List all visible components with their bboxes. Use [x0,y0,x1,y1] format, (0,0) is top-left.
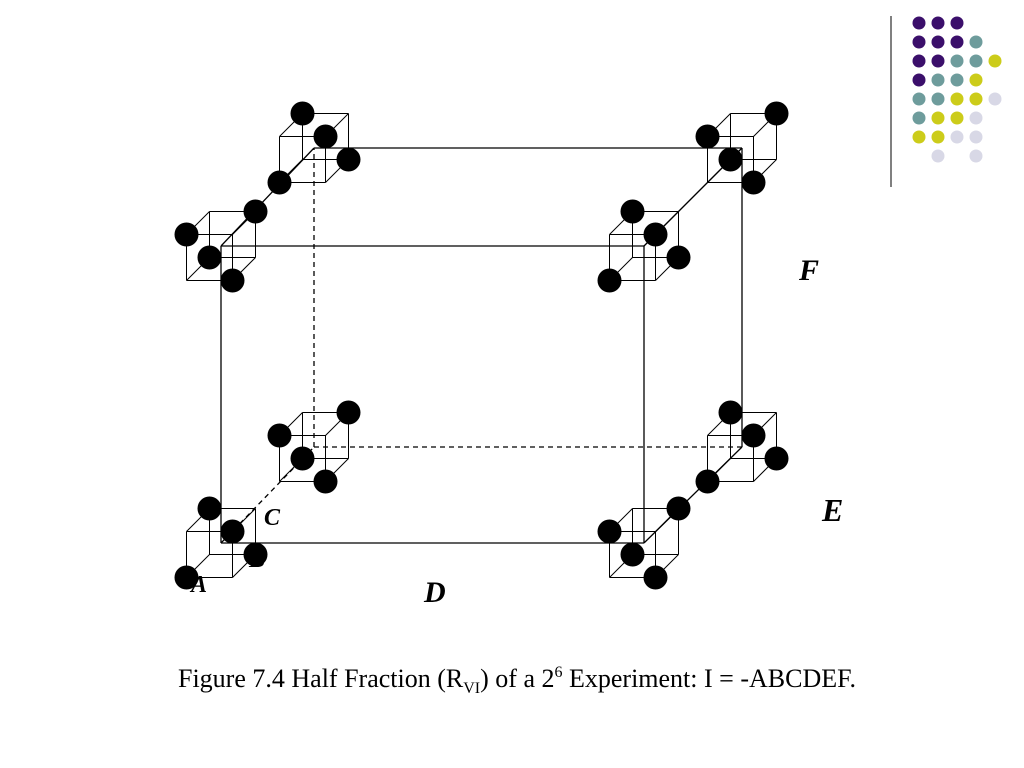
design-point [764,101,789,126]
design-point [197,245,222,270]
design-point [741,170,766,195]
design-point [197,496,222,521]
design-point [597,519,622,544]
decorative-dot [950,92,964,106]
design-point [741,423,766,448]
decorative-dot [912,111,926,125]
design-point [643,222,668,247]
factor-label-d: D [424,576,446,609]
design-point [718,400,743,425]
decorative-dot [950,35,964,49]
decorative-dot [931,149,945,163]
design-points [174,101,789,590]
decorative-dot [912,130,926,144]
decorative-dot [931,73,945,87]
decorative-dot [950,73,964,87]
design-point [620,542,645,567]
decorative-dot [931,35,945,49]
design-point [174,222,199,247]
decorative-dot [969,149,983,163]
design-point [666,496,691,521]
design-point [243,199,268,224]
design-point [643,565,668,590]
design-point [695,124,720,149]
decorative-dot [988,92,1002,106]
decorative-dot [950,130,964,144]
decorative-dot [950,111,964,125]
design-point [290,446,315,471]
decorative-dot [950,54,964,68]
outer-cube [220,147,743,544]
decorative-dot [931,16,945,30]
decorative-dot [969,92,983,106]
caption-subscript: VI [463,680,481,697]
design-point [336,147,361,172]
decorative-dot [912,73,926,87]
decorative-dot [988,54,1002,68]
decorative-dot [969,73,983,87]
decorative-dot [969,130,983,144]
design-point [695,469,720,494]
design-point [290,101,315,126]
design-point [620,199,645,224]
design-point [597,268,622,293]
decorative-dot [931,54,945,68]
outer-cube-edge [220,147,315,247]
factor-label-a: A [191,572,208,598]
decorative-dot [969,111,983,125]
caption-prefix: Figure 7.4 Half Fraction (R [178,664,464,693]
design-point [313,124,338,149]
factor-label-b: B [249,547,266,573]
decorative-dot [969,54,983,68]
design-point [313,469,338,494]
decorative-dot [912,35,926,49]
factor-label-e: E [822,492,844,528]
decorative-dot [931,92,945,106]
design-point [336,400,361,425]
decorative-dot [912,54,926,68]
design-point [267,423,292,448]
decorative-dot [931,111,945,125]
caption-suffix: Experiment: I = -ABCDEF. [562,664,856,693]
decorative-dot [969,35,983,49]
factor-label-f: F [799,254,820,287]
decorative-dot [912,16,926,30]
decorative-dot [931,130,945,144]
design-point [220,268,245,293]
design-point [174,565,199,590]
decorative-dot-grid [912,16,1002,163]
decorative-dot [912,92,926,106]
design-point [243,542,268,567]
factor-label-c: C [264,505,281,531]
design-point [666,245,691,270]
design-point [764,446,789,471]
design-point [220,519,245,544]
design-point [267,170,292,195]
caption-middle: ) of a 2 [480,664,555,693]
figure-caption: Figure 7.4 Half Fraction (RVI) of a 26 E… [0,664,1024,697]
design-point [718,147,743,172]
decorative-dot [950,16,964,30]
caption-superscript: 6 [554,664,563,681]
